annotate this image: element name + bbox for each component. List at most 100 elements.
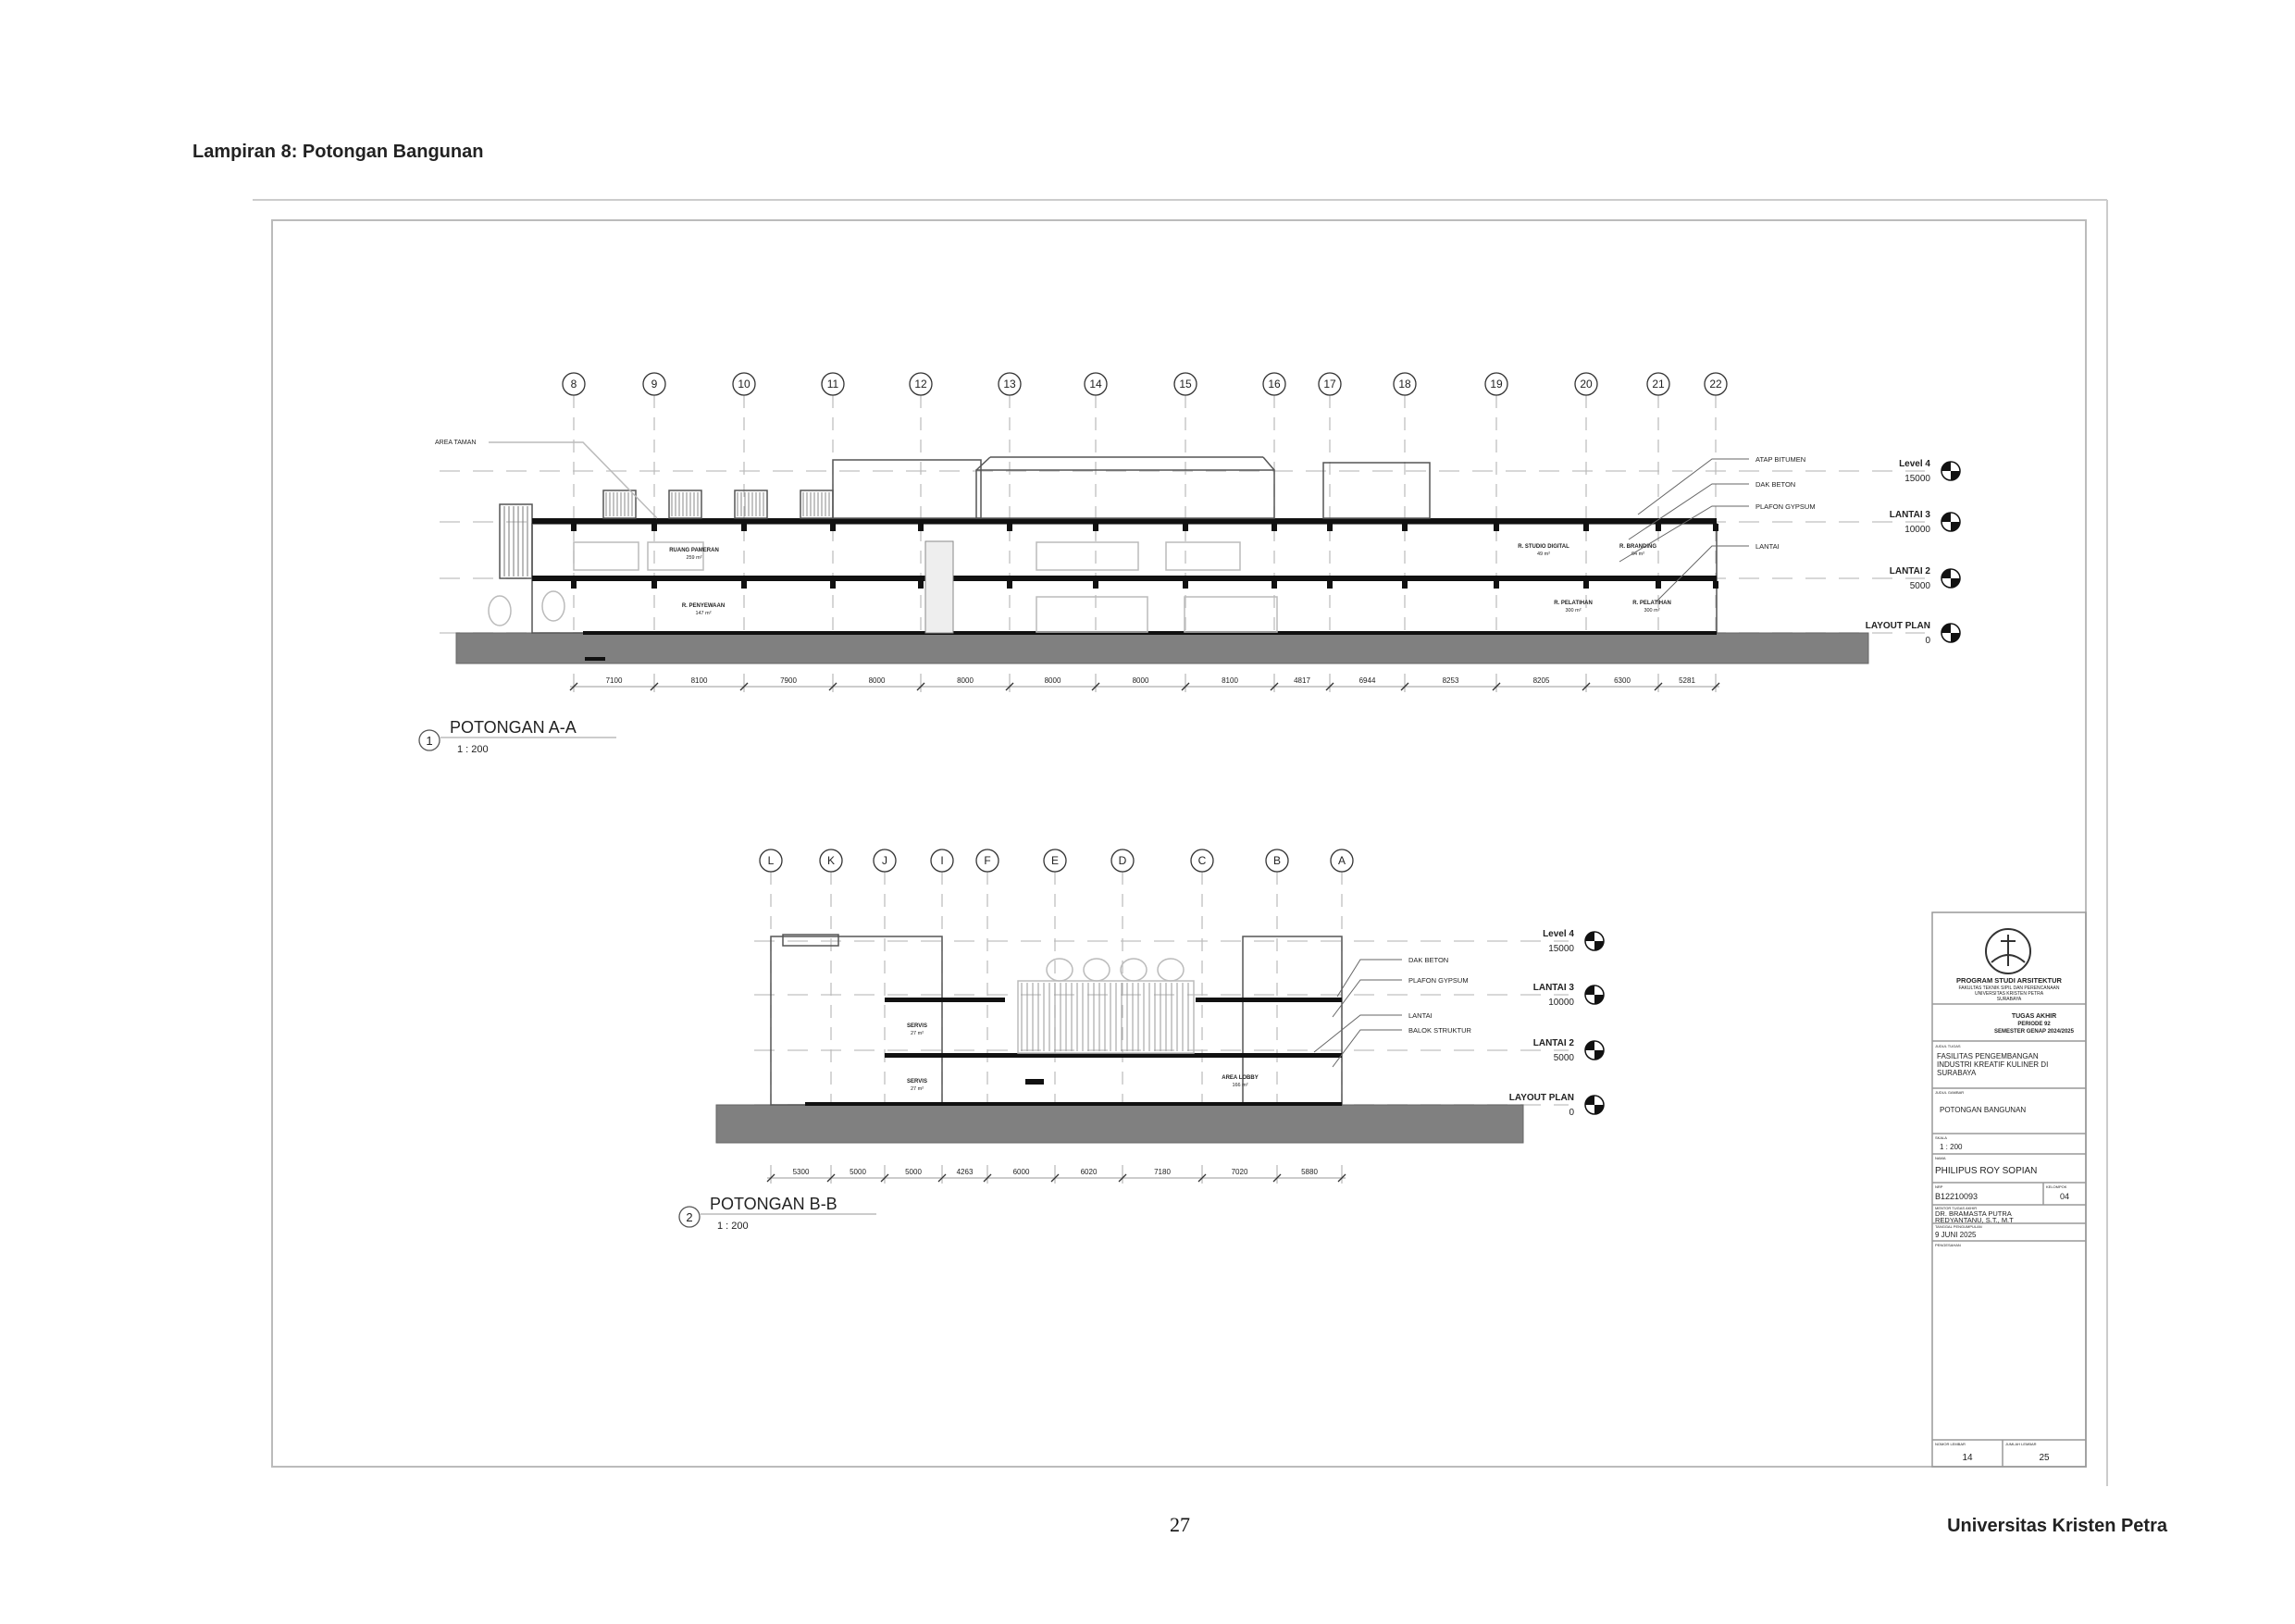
group-label: KELOMPOK <box>2046 1184 2067 1189</box>
grid-bubble <box>821 372 845 396</box>
grid-label: J <box>882 854 887 867</box>
dimension-value: 8100 <box>691 676 708 685</box>
dimension-value: 8205 <box>1533 676 1550 685</box>
annotation-label: DAK BETON <box>1408 956 1448 964</box>
annotation-label: AREA TAMAN <box>435 440 476 446</box>
dimension-tick <box>1711 682 1720 691</box>
grid-label: D <box>1119 854 1127 867</box>
grid-label: L <box>768 854 775 867</box>
student-name: PHILIPUS ROY SOPIAN <box>1935 1166 2037 1176</box>
room-name: SERVIS <box>907 1023 927 1029</box>
room-name: R. BRANDING <box>1619 544 1656 550</box>
dimension-value: 5000 <box>905 1168 922 1176</box>
level-name: Level 4 <box>1543 929 1574 939</box>
project-label: JUDUL TUGAS <box>1935 1044 1961 1048</box>
room-area: 27 m² <box>911 1031 924 1036</box>
dimension-value: 5281 <box>1679 676 1695 685</box>
tree-icon <box>1046 958 1073 982</box>
total-sheets-label: JUMLAH LEMBAR <box>2005 1442 2037 1446</box>
dimension-value: 6944 <box>1359 676 1376 685</box>
dimension-tick <box>1270 682 1279 691</box>
dimension-value: 6000 <box>1013 1168 1030 1176</box>
total-sheets: 25 <box>2039 1453 2050 1463</box>
annotation-label: PLAFON GYPSUM <box>1408 976 1469 985</box>
grid-label: 14 <box>1089 378 1102 391</box>
grid-bubble <box>1393 372 1417 396</box>
level-name: LANTAI 3 <box>1890 510 1931 520</box>
annotation-label: ATAP BITUMEN <box>1755 455 1805 464</box>
dimension-tick <box>766 1173 775 1183</box>
university-seal-logo <box>1985 928 2031 974</box>
grid-bubble <box>1574 372 1598 396</box>
level-name: LANTAI 2 <box>1890 566 1931 576</box>
grid-bubble <box>1084 372 1108 396</box>
dimension-tick <box>983 1173 992 1183</box>
view-number-bubble <box>418 729 440 751</box>
grid-bubble <box>1704 372 1728 396</box>
ground-slab <box>455 632 1869 664</box>
grid-bubble <box>759 849 783 873</box>
grid-bubble <box>1330 849 1354 873</box>
grid-bubble <box>1043 849 1067 873</box>
room-area: 300 m² <box>1644 608 1659 614</box>
rooftop-planter <box>800 490 834 519</box>
dimension-value: 8000 <box>1045 676 1061 685</box>
grid-bubble <box>562 372 586 396</box>
dimension-tick <box>1272 1173 1282 1183</box>
level-marker-icon <box>1584 985 1605 1005</box>
room-area: 27 m² <box>911 1086 924 1092</box>
grid-bubble <box>1265 849 1289 873</box>
room-name: RUANG PAMERAN <box>669 548 719 553</box>
grid-bubble <box>873 849 897 873</box>
room-name: AREA LOBBY <box>1222 1075 1258 1081</box>
roof-canopy <box>782 934 839 947</box>
grid-label: C <box>1198 854 1207 867</box>
annotation-label: LANTAI <box>1755 542 1780 551</box>
dimension-tick <box>1005 682 1014 691</box>
drawing-label: JUDUL GAMBAR <box>1935 1090 1964 1095</box>
dimension-value: 5000 <box>850 1168 866 1176</box>
dimension-tick <box>1337 1173 1346 1183</box>
level-marker-icon <box>1941 623 1961 643</box>
rooftop-planter <box>602 490 637 519</box>
course-name: TUGAS AKHIR <box>2012 1013 2056 1020</box>
level-elevation: 10000 <box>1904 525 1930 535</box>
group-value: 04 <box>2060 1192 2069 1201</box>
grid-label: 16 <box>1268 378 1281 391</box>
annotation-label: PLAFON GYPSUM <box>1755 502 1816 511</box>
view-number: 1 <box>426 734 432 748</box>
grid-bubble <box>642 372 666 396</box>
window <box>1036 541 1139 571</box>
dimension-tick <box>1091 682 1100 691</box>
dimension-tick <box>1325 682 1334 691</box>
dimension-value: 5300 <box>793 1168 810 1176</box>
tree-icon <box>541 590 565 622</box>
grid-label: 20 <box>1580 378 1593 391</box>
drawing-title: POTONGAN BANGUNAN <box>1940 1106 2026 1114</box>
level-name: LAYOUT PLAN <box>1866 621 1930 631</box>
dimension-value: 6020 <box>1081 1168 1098 1176</box>
grid-label: 10 <box>738 378 751 391</box>
dimension-tick <box>937 1173 947 1183</box>
dimension-value: 8253 <box>1443 676 1459 685</box>
grid-bubble <box>1318 372 1342 396</box>
grid-label: 21 <box>1652 378 1665 391</box>
project-title-line3: SURABAYA <box>1937 1069 1977 1077</box>
level-elevation: 15000 <box>1904 474 1930 484</box>
grid-label: I <box>940 854 943 867</box>
sheet-number: 14 <box>1962 1453 1973 1463</box>
grid-label: B <box>1273 854 1281 867</box>
dimension-value: 6300 <box>1614 676 1631 685</box>
section-title: POTONGAN B-B <box>710 1195 837 1213</box>
window <box>647 541 704 571</box>
grid-label: 9 <box>651 378 658 391</box>
grid-label: 13 <box>1003 378 1016 391</box>
dimension-tick <box>650 682 659 691</box>
level-marker-icon <box>1941 461 1961 481</box>
dimension-tick <box>826 1173 836 1183</box>
university-name: UNIVERSITAS KRISTEN PETRA <box>1975 991 2044 997</box>
signage <box>1025 1079 1044 1085</box>
grid-bubble <box>909 372 933 396</box>
grid-label: 8 <box>571 378 577 391</box>
